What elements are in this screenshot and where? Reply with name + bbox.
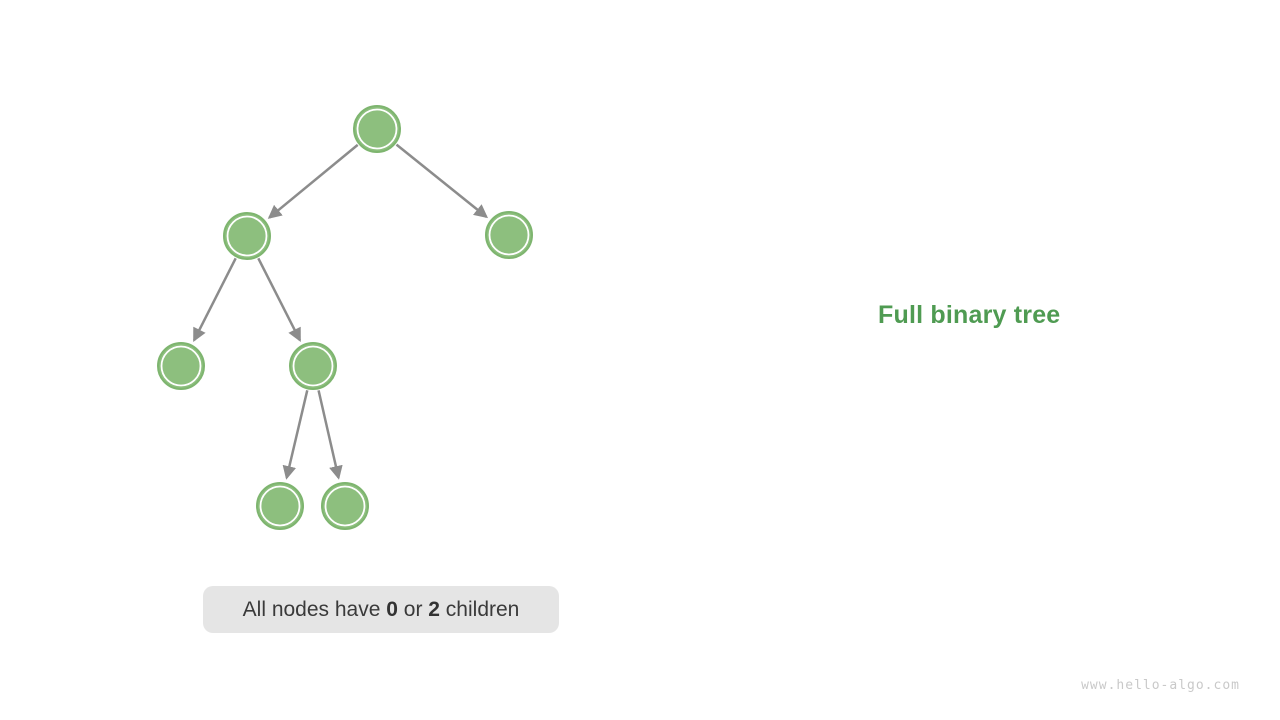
tree-edge (257, 257, 301, 342)
tree-node (289, 342, 337, 390)
tree-node (256, 482, 304, 530)
tree-node (321, 482, 369, 530)
caption-bold-2: 2 (428, 597, 440, 621)
tree-node (223, 212, 271, 260)
tree-node (353, 105, 401, 153)
caption-bold-0: 0 (386, 597, 398, 621)
caption-text-3: children (439, 597, 520, 621)
tree-edge (267, 143, 359, 219)
caption-text-2: or (397, 597, 429, 621)
tree-edge (395, 143, 488, 219)
watermark: www.hello-algo.com (1081, 678, 1240, 693)
tree-node (485, 211, 533, 259)
tree-node (157, 342, 205, 390)
caption-text-1: All nodes have (242, 597, 387, 621)
tree-edge (317, 390, 343, 480)
caption-box: All nodes have 0 or 2 children (203, 586, 559, 633)
diagram-title: Full binary tree (878, 301, 1061, 329)
tree-edge (193, 257, 237, 342)
tree-edge (282, 390, 309, 480)
